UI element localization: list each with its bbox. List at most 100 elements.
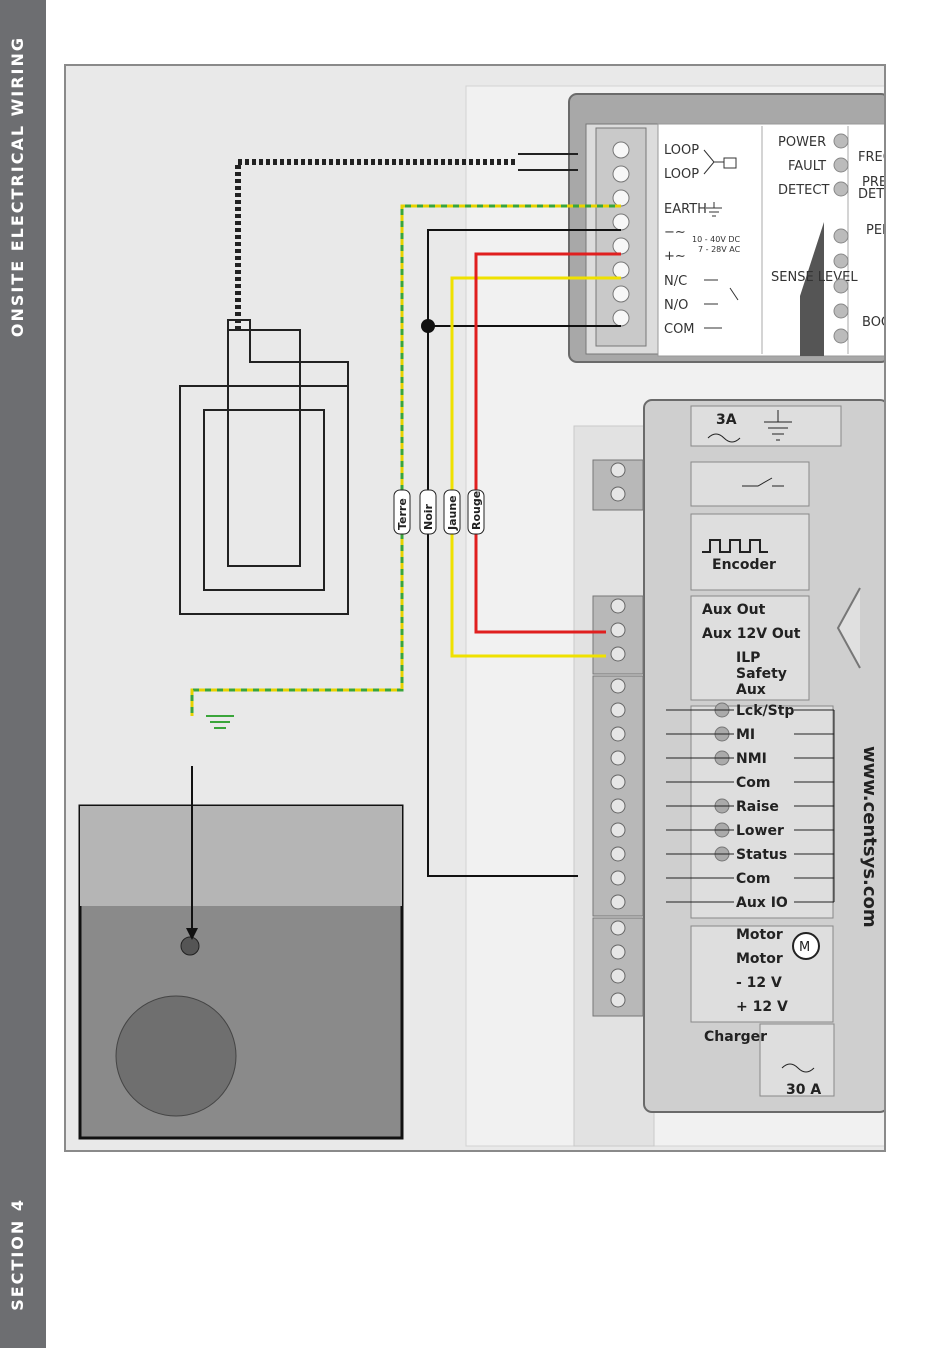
input-label: NMI [736, 751, 767, 767]
detector-screw [612, 309, 630, 327]
photo-top-region [80, 806, 402, 906]
detector-screw [612, 261, 630, 279]
detect-led-icon [833, 181, 849, 197]
controller-screw [610, 870, 626, 886]
chassis-earth-icon [764, 410, 792, 441]
det-term-com: COM [664, 322, 695, 337]
loop-inner [227, 329, 301, 567]
sense-led-2-icon [833, 253, 849, 269]
loop-feed-wires [518, 153, 578, 171]
detector-screw [612, 285, 630, 303]
det-right-per: PER [866, 223, 884, 238]
loop-coil-icon [723, 157, 737, 169]
det-right-det: DET [858, 187, 884, 202]
sense-level-wedge [800, 222, 824, 356]
controller-screw [610, 726, 626, 742]
ground-symbol-icon [206, 715, 234, 729]
det-term-earth: EARTH [664, 202, 707, 217]
input-label: Status [736, 847, 787, 863]
wire-label-terre: Terre [396, 498, 409, 530]
charger-label: Charger [704, 1029, 767, 1045]
det-term-nc: N/C [664, 274, 687, 289]
wire-label-box [419, 489, 437, 535]
red-wire [474, 252, 621, 634]
controller-screw [610, 894, 626, 910]
wire-labels: Terre Noir Jaune Rouge [393, 489, 485, 535]
input-label: Lck/Stp [736, 703, 794, 719]
controller-screw [610, 798, 626, 814]
fuse-30a-icon [781, 1063, 815, 1073]
section-title: ONSITE ELECTRICAL WIRING [8, 36, 27, 338]
sense-led-4-icon [833, 303, 849, 319]
black-wire-junction [421, 319, 435, 333]
loop-middle [203, 409, 325, 591]
relay-contact-icon [704, 279, 739, 329]
det-term-plus: +∼ [664, 249, 686, 264]
wiring-diagram-frame: LOOP LOOP EARTH −∼ +∼ 10 - 40V DC 7 - 28… [64, 64, 886, 1152]
yellow-wire [450, 276, 621, 658]
motor-1-label: Motor [736, 927, 783, 943]
controller-screw [610, 646, 626, 662]
input-label: Com [736, 775, 770, 791]
det-led-fault: FAULT [788, 159, 826, 174]
controller-screw [610, 622, 626, 638]
earth-icon [706, 202, 722, 217]
det-term-loop1: LOOP [664, 143, 699, 158]
input-label: Aux IO [736, 895, 788, 911]
detector-screw [612, 141, 630, 159]
motor-icon [792, 932, 820, 960]
switch-icon [742, 477, 784, 487]
controller-module [592, 399, 884, 1113]
detector-screw [612, 213, 630, 231]
fault-led-icon [833, 157, 849, 173]
detector-screw [612, 165, 630, 183]
controller-screw [610, 992, 626, 1008]
input-label: Raise [736, 799, 779, 815]
encoder-label: Encoder [712, 557, 776, 573]
loop-lead [227, 319, 349, 386]
earth-wire-yellow [190, 204, 621, 716]
controller-terminal-screws [610, 462, 626, 1008]
triangle-button-icon [836, 587, 861, 669]
photo-earth-bolt-icon [180, 936, 200, 956]
website-label: www.centsys.com [859, 746, 880, 928]
wire-label-jaune: Jaune [446, 495, 459, 531]
controller-screw [610, 702, 626, 718]
ilp-label: ILP [736, 650, 760, 666]
controller-screw [610, 944, 626, 960]
photo-motor-disc [115, 995, 237, 1117]
det-right-freq: FREQ [858, 150, 884, 165]
det-supply-dc: 10 - 40V DC [692, 235, 741, 244]
wire-label-box [443, 489, 461, 535]
controller-screw [610, 462, 626, 478]
fuse-3a-label: 3A [716, 412, 737, 428]
safety-label: Safety [736, 666, 787, 682]
wire-label-box [393, 489, 411, 535]
sense-led-1-icon [833, 228, 849, 244]
wire-label-rouge: Rouge [470, 491, 483, 530]
controller-screw [610, 598, 626, 614]
motor-symbol: M [799, 940, 810, 955]
fuse-3a-icon [707, 433, 741, 443]
power-minus-label: - 12 V [736, 975, 782, 991]
det-term-loop2: LOOP [664, 167, 699, 182]
power-plus-label: + 12 V [736, 999, 788, 1015]
controller-screw [610, 774, 626, 790]
det-led-detect: DETECT [778, 183, 829, 198]
twisted-pair-wire [235, 159, 518, 330]
fuse-30a-label: 30 A [786, 1082, 821, 1098]
controller-screw [610, 968, 626, 984]
det-supply-ac: 7 - 28V AC [698, 245, 741, 254]
wiring-diagram: LOOP LOOP EARTH −∼ +∼ 10 - 40V DC 7 - 28… [78, 85, 884, 1147]
det-right-pre: PRE [862, 175, 884, 190]
controller-screw [610, 920, 626, 936]
controller-screw [610, 678, 626, 694]
sense-led-3-icon [833, 278, 849, 294]
input-label: MI [736, 727, 755, 743]
detector-terminal-screws [612, 141, 630, 327]
wire-label-noir: Noir [422, 503, 435, 530]
det-right-boo: BOO [862, 315, 884, 330]
detector-screw [612, 237, 630, 255]
detector-screw [612, 189, 630, 207]
